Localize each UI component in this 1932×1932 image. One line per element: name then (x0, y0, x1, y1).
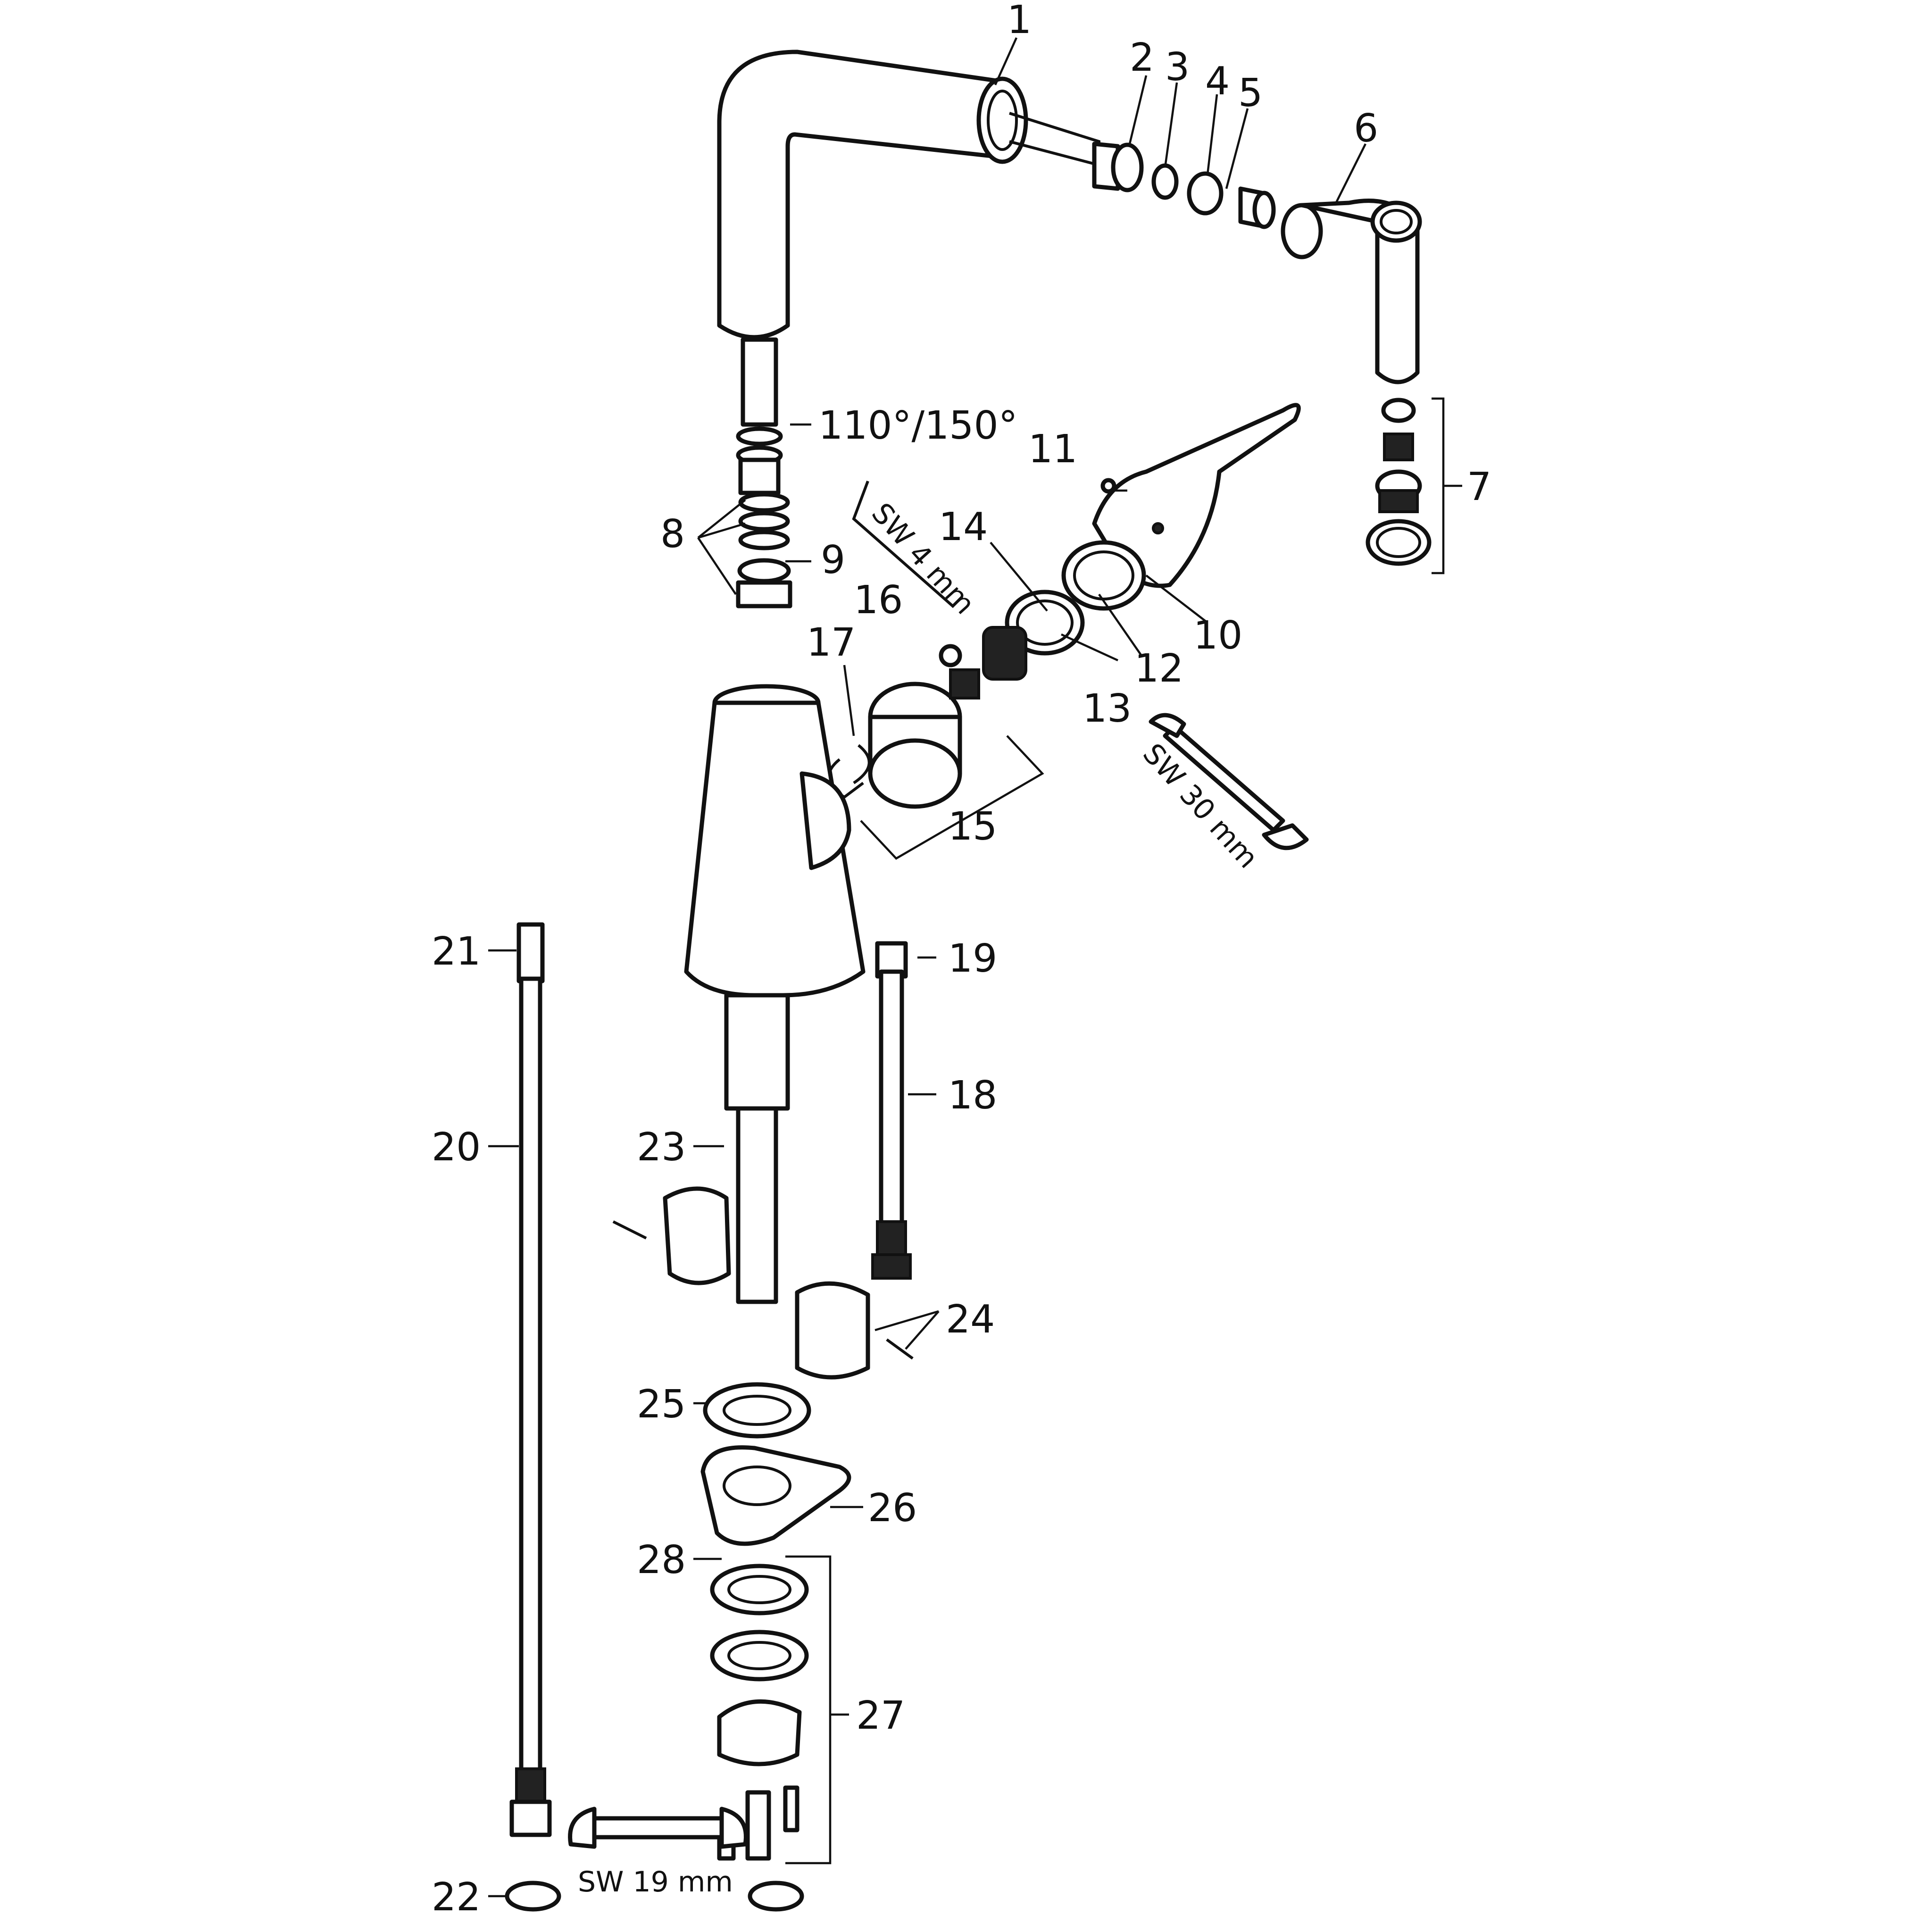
screw-cap-part (939, 644, 962, 667)
callout-27: 27 (856, 1693, 905, 1738)
callout-2: 2 (1130, 35, 1154, 80)
mounting-block-left (612, 1186, 731, 1285)
washer-part (703, 1382, 811, 1439)
callout-16: 16 (854, 578, 903, 623)
swivel-angle-label: 110°/150° (818, 403, 1018, 448)
callout-24: 24 (946, 1297, 995, 1342)
hex-key-4mm (852, 480, 964, 608)
leader-lines (488, 37, 1462, 1898)
callout-8: 8 (660, 512, 685, 557)
wrench-19mm (568, 1807, 748, 1849)
mounting-block-right (795, 1281, 914, 1380)
hose-connector-part (1092, 142, 1144, 192)
cap-nut-part (1061, 540, 1146, 611)
callout-25: 25 (637, 1382, 686, 1427)
o-ring-part (1151, 163, 1179, 200)
callout-19: 19 (948, 936, 997, 981)
callout-labels: 1 2 3 4 5 6 7 8 9 10 11 12 13 14 15 16 1… (432, 0, 1491, 1920)
sleeve-part (1238, 186, 1276, 229)
callout-15: 15 (948, 804, 997, 849)
callout-28: 28 (637, 1538, 686, 1582)
aerator-set-part (1366, 398, 1432, 566)
callout-20: 20 (432, 1125, 481, 1170)
callout-21: 21 (432, 929, 481, 974)
callout-11: 11 (1028, 427, 1077, 472)
callout-5: 5 (1238, 71, 1263, 116)
flex-hose-left (509, 922, 552, 1837)
seal-right-part (748, 1881, 804, 1912)
callout-1: 1 (1007, 0, 1032, 42)
fixing-set-part (710, 1564, 809, 1861)
callout-3: 3 (1165, 45, 1190, 90)
base-plate-part (700, 1445, 851, 1546)
callout-10: 10 (1193, 613, 1242, 658)
spray-head-part (1281, 199, 1422, 384)
callout-6: 6 (1354, 106, 1378, 151)
callout-12: 12 (1134, 646, 1183, 691)
callout-17: 17 (807, 620, 856, 665)
callout-9: 9 (821, 538, 845, 583)
check-valve-part (1187, 171, 1224, 216)
callout-7: 7 (1467, 465, 1491, 509)
swivel-rings-part (736, 426, 792, 608)
wrench-30mm (1149, 713, 1309, 850)
callout-13: 13 (1083, 686, 1132, 731)
cartridge-part (868, 668, 980, 809)
wrench-19-label: SW 19 mm (578, 1865, 733, 1899)
spout-part (717, 50, 1100, 427)
seal-left-part (505, 1881, 561, 1912)
mixer-body-part (684, 684, 866, 1304)
callout-4: 4 (1205, 59, 1230, 104)
adapter-part (982, 626, 1027, 681)
callout-14: 14 (939, 505, 988, 550)
callout-23: 23 (637, 1125, 686, 1170)
callout-26: 26 (868, 1486, 917, 1531)
callout-18: 18 (948, 1073, 997, 1118)
callout-22: 22 (432, 1875, 481, 1920)
flex-hose-right (871, 941, 912, 1280)
